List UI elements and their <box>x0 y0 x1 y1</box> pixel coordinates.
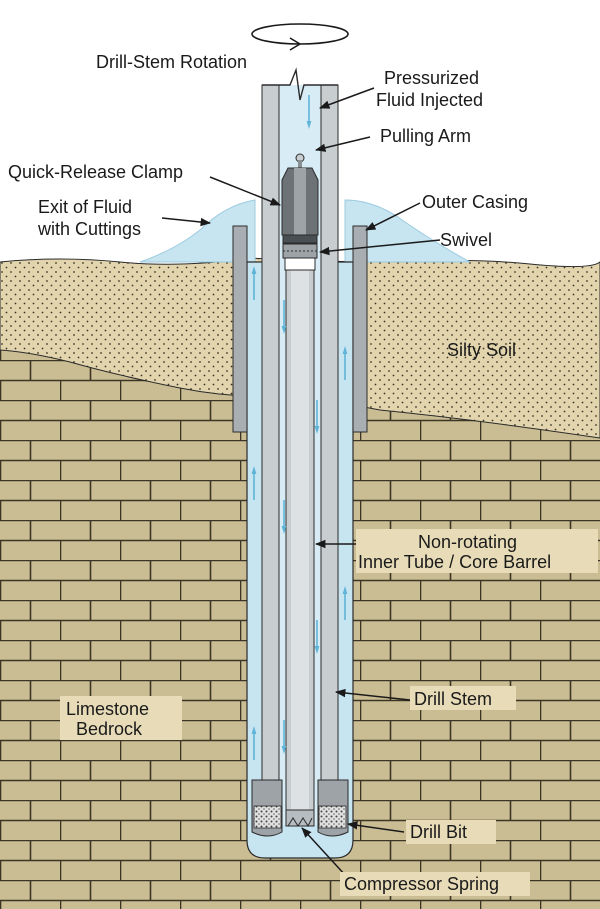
label-quick-release-clamp: Quick-Release Clamp <box>8 162 183 182</box>
label-silty-soil: Silty Soil <box>447 340 516 360</box>
quick-release-clamp-assembly <box>281 153 319 271</box>
fluid-flow-arrow-icon <box>251 95 348 760</box>
drill-stem-wall-left <box>261 84 280 791</box>
label-pressurized: Pressurized <box>384 68 479 88</box>
outer-casing-right <box>352 225 368 433</box>
label-compressor-spring: Compressor Spring <box>344 874 499 894</box>
label-non-rotating: Non-rotating <box>418 532 517 552</box>
label-outer-casing: Outer Casing <box>422 192 528 212</box>
label-fluid-injected: Fluid Injected <box>376 90 483 110</box>
label-with-cuttings: with Cuttings <box>37 219 141 239</box>
label-inner-tube-core-barrel: Inner Tube / Core Barrel <box>358 552 551 572</box>
drill-stem-wall-right <box>320 84 339 791</box>
label-swivel: Swivel <box>440 230 492 250</box>
swivel <box>282 243 318 259</box>
label-bedrock: Bedrock <box>76 719 143 739</box>
drill-bit <box>251 779 349 837</box>
label-drill-bit: Drill Bit <box>410 822 467 842</box>
compressor-spring <box>285 809 315 828</box>
label-limestone: Limestone <box>66 699 149 719</box>
outer-casing-left <box>232 225 248 433</box>
label-drill-stem-rotation: Drill-Stem Rotation <box>96 52 247 72</box>
label-drill-stem: Drill Stem <box>414 689 492 709</box>
label-pulling-arm: Pulling Arm <box>380 126 471 146</box>
rotation-arrow-icon <box>251 23 349 51</box>
leader-lines <box>161 87 441 877</box>
label-exit-of-fluid: Exit of Fluid <box>38 197 132 217</box>
